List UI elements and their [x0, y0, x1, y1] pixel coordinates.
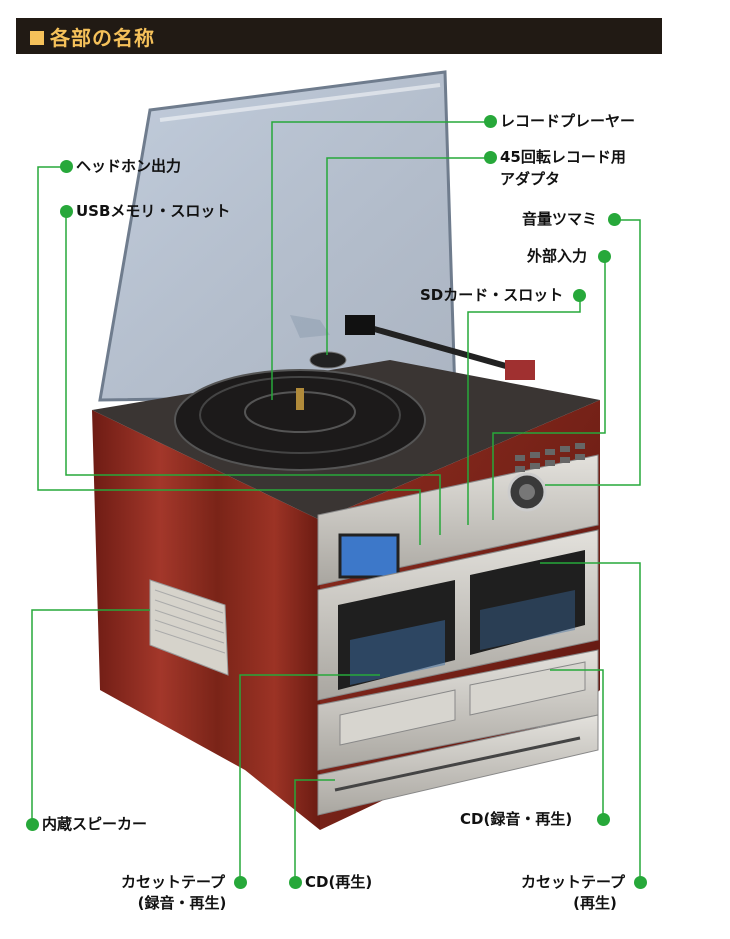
label-adapter-1: 45回転レコード用 [500, 148, 626, 166]
label-volume-knob: 音量ツマミ [522, 210, 598, 228]
label-adapter-2: アダプタ [500, 170, 561, 188]
tonearm [359, 322, 521, 373]
label-cassette-play-1: カセットテープ [520, 873, 626, 891]
label-cd-record: CD(録音・再生) [460, 810, 573, 828]
dot-speaker [26, 818, 39, 831]
square-bullet-icon [30, 31, 44, 45]
dot-cassette-play [634, 876, 647, 889]
dot-usb [60, 205, 73, 218]
label-cassette-play-2: (再生) [573, 894, 617, 912]
label-sd-slot: SDカード・スロット [420, 286, 564, 304]
dot-external-input [598, 250, 611, 263]
section-header: 各部の名称 [16, 18, 662, 54]
label-speaker: 内蔵スピーカー [42, 815, 148, 833]
dot-cd-play [289, 876, 302, 889]
dot-volume [608, 213, 621, 226]
turntable-platter [174, 369, 426, 471]
label-external-input: 外部入力 [527, 247, 588, 265]
section-title: 各部の名称 [30, 22, 155, 51]
label-cd-play: CD(再生) [305, 873, 373, 891]
label-cassette-rec-1: カセットテープ [120, 873, 226, 891]
dot-cd-record [597, 813, 610, 826]
dot-cassette-rec [234, 876, 247, 889]
dot-headphone [60, 160, 73, 173]
dot-record-player [484, 115, 497, 128]
label-record-player: レコードプレーヤー [500, 112, 636, 130]
label-cassette-rec-2: (録音・再生) [137, 894, 227, 912]
dot-sd [573, 289, 586, 302]
speaker-grille [149, 579, 229, 676]
45rpm-adapter [309, 351, 347, 369]
leader-lines [31, 121, 641, 882]
label-headphone: ヘッドホン出力 [76, 157, 182, 175]
section-title-text: 各部の名称 [50, 26, 155, 50]
lcd-display [338, 533, 400, 579]
label-usb-slot: USBメモリ・スロット [76, 202, 231, 220]
dust-cover [98, 70, 457, 402]
dot-adapter [484, 151, 497, 164]
